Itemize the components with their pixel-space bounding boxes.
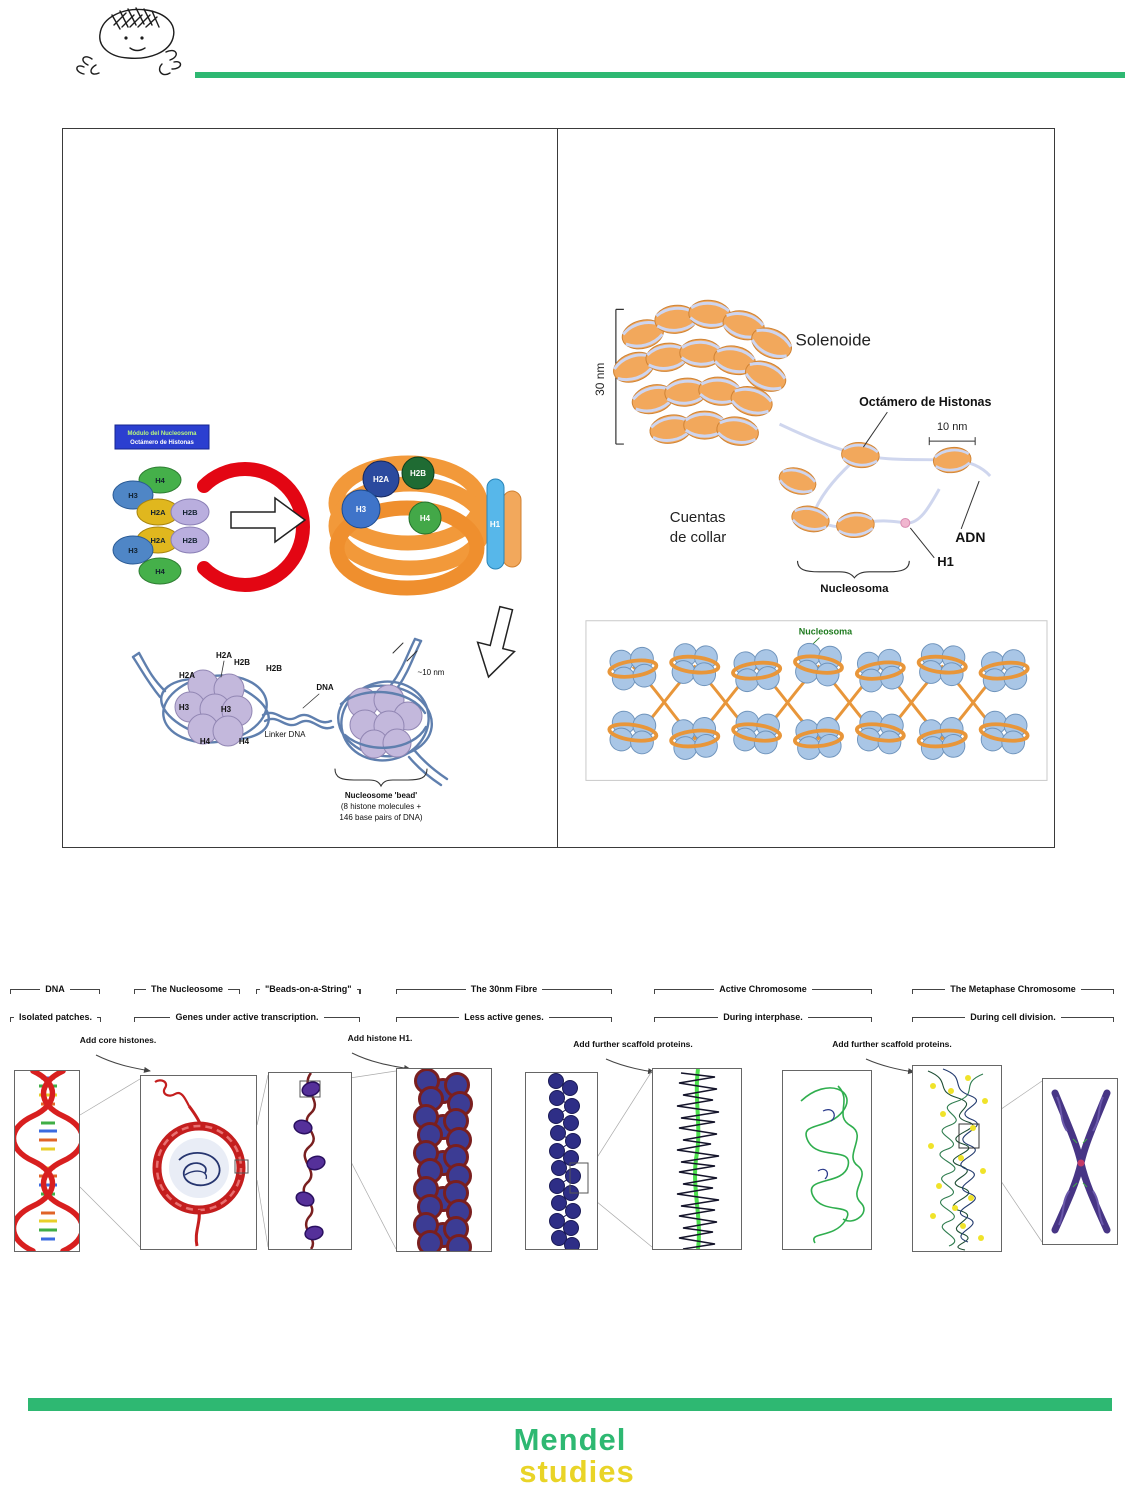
svg-text:Nucleosoma: Nucleosoma — [820, 583, 889, 595]
svg-text:H4: H4 — [420, 514, 431, 523]
panel-dna-helix — [14, 1070, 80, 1252]
nucleosome-module-label: Módulo del Nucleosoma Octámero de Histon… — [114, 424, 210, 450]
svg-text:H2B: H2B — [182, 508, 198, 517]
svg-text:Nucleosoma: Nucleosoma — [799, 627, 853, 637]
stage-subtitle-metaphase: During cell division. — [912, 1011, 1115, 1023]
top-divider-line — [195, 72, 1125, 78]
svg-text:H2A: H2A — [179, 671, 195, 680]
brand-logo: Mendel studies — [0, 1424, 1140, 1488]
nucleosome-figure-box: Módulo del Nucleosoma Octámero de Histon… — [62, 128, 1055, 848]
nucleosome-assembly-diagram: Módulo del Nucleosoma Octámero de Histon… — [112, 424, 522, 822]
svg-text:H3: H3 — [128, 491, 138, 500]
solenoide-label: Solenoide — [796, 330, 871, 349]
panel-x-chromosome — [1042, 1078, 1118, 1245]
chromatin-condensation-figure: DNA The Nucleosome "Beads-on-a-String" T… — [0, 975, 1140, 1267]
stage-title-metaphase: The Metaphase Chromosome — [912, 983, 1115, 995]
panel-interphase-scribble — [782, 1070, 872, 1250]
svg-text:H4: H4 — [200, 737, 211, 746]
solenoid-diagram: Solenoide 30 nm — [557, 129, 1048, 847]
svg-text:~10 nm: ~10 nm — [418, 668, 445, 677]
svg-text:10 nm: 10 nm — [937, 421, 968, 433]
svg-text:H2B: H2B — [182, 536, 198, 545]
histone-octamer-ring: H4 H3 H2A H2B H2A H2B H3 H4 — [112, 462, 311, 592]
arrow-label-scaffold-2: Add further scaffold proteins. — [832, 1039, 952, 1049]
svg-text:H4: H4 — [239, 737, 250, 746]
svg-text:H2B: H2B — [266, 664, 282, 673]
h1-bead — [900, 517, 911, 528]
svg-text:H2A: H2A — [150, 536, 166, 545]
svg-text:Cuentas: Cuentas — [670, 509, 726, 526]
svg-text:H2A: H2A — [373, 475, 389, 484]
stage-title-dna: DNA — [10, 983, 101, 995]
nucleosome-chain-diagram: Nucleosoma — [585, 620, 1048, 781]
svg-text:(8 histone molecules +: (8 histone molecules + — [341, 802, 422, 811]
svg-text:DNA: DNA — [316, 683, 334, 692]
svg-text:H1: H1 — [937, 554, 954, 569]
chain-labels: Octámero de Histonas 10 nm Cuentas de co… — [670, 395, 992, 595]
stage-subtitle-nucleosome: Genes under active transcription. — [134, 1011, 361, 1023]
svg-text:H3: H3 — [356, 505, 367, 514]
svg-text:H2A: H2A — [216, 651, 232, 660]
30nm-bracket: 30 nm — [593, 308, 624, 445]
beads-chain — [774, 422, 992, 541]
bottom-divider-bar — [28, 1398, 1112, 1411]
brand-subtitle: studies — [519, 1454, 635, 1489]
brand-name: Mendel — [513, 1422, 627, 1457]
arrow-label-core-histones: Add core histones. — [79, 1035, 157, 1045]
stage-title-active: Active Chromosome — [654, 983, 873, 995]
svg-text:Módulo del Nucleosoma: Módulo del Nucleosoma — [127, 431, 197, 437]
svg-text:H2A: H2A — [150, 508, 166, 517]
panel-nucleosome — [140, 1075, 257, 1250]
panel-zigzag-chain — [525, 1072, 598, 1250]
svg-text:Linker DNA: Linker DNA — [265, 730, 307, 739]
svg-text:Octámero de Histonas: Octámero de Histonas — [859, 395, 991, 409]
svg-text:H1: H1 — [490, 520, 501, 529]
svg-text:H3: H3 — [179, 703, 190, 712]
svg-text:de collar: de collar — [670, 529, 727, 546]
panel-metaphase-dense — [912, 1065, 1002, 1252]
stage-title-beads: "Beads-on-a-String" — [256, 983, 361, 995]
panel-beads-on-string — [268, 1072, 352, 1250]
panel-active-chromosome — [652, 1068, 742, 1250]
svg-text:30 nm: 30 nm — [593, 363, 607, 396]
svg-text:H4: H4 — [155, 476, 165, 485]
svg-text:H2B: H2B — [234, 658, 250, 667]
stage-title-nucleosome: The Nucleosome — [134, 983, 240, 995]
panel-30nm-fibre — [396, 1068, 492, 1252]
svg-text:H3: H3 — [128, 546, 138, 555]
stage-subtitle-30nm: Less active genes. — [396, 1011, 613, 1023]
stage-subtitle-active: During interphase. — [654, 1011, 873, 1023]
svg-text:Nucleosome 'bead': Nucleosome 'bead' — [345, 791, 417, 800]
dna-coil-with-histones: H2A H2B H3 H4 H1 — [328, 455, 522, 596]
stage-subtitle-dna: Isolated patches. — [10, 1011, 102, 1023]
hand-drawn-doodle — [76, 7, 182, 76]
arrow-label-histone-h1: Add histone H1. — [347, 1033, 413, 1043]
right-arrow — [230, 496, 307, 544]
solenoid-disc-cluster — [607, 297, 798, 451]
svg-text:ADN: ADN — [955, 529, 985, 545]
arrow-label-scaffold-1: Add further scaffold proteins. — [573, 1039, 693, 1049]
svg-text:H3: H3 — [221, 705, 232, 714]
svg-text:H2B: H2B — [410, 469, 426, 478]
svg-text:146 base pairs of DNA): 146 base pairs of DNA) — [339, 813, 422, 822]
svg-text:H4: H4 — [155, 567, 165, 576]
stage-title-30nm: The 30nm Fibre — [396, 983, 613, 995]
beads-on-string-diagram: H2A H2A H2B H2B H3 H3 H4 H4 DNA ~10 nm L… — [131, 637, 449, 822]
svg-text:Octámero de Histonas: Octámero de Histonas — [130, 440, 194, 446]
down-arrow — [476, 605, 516, 679]
